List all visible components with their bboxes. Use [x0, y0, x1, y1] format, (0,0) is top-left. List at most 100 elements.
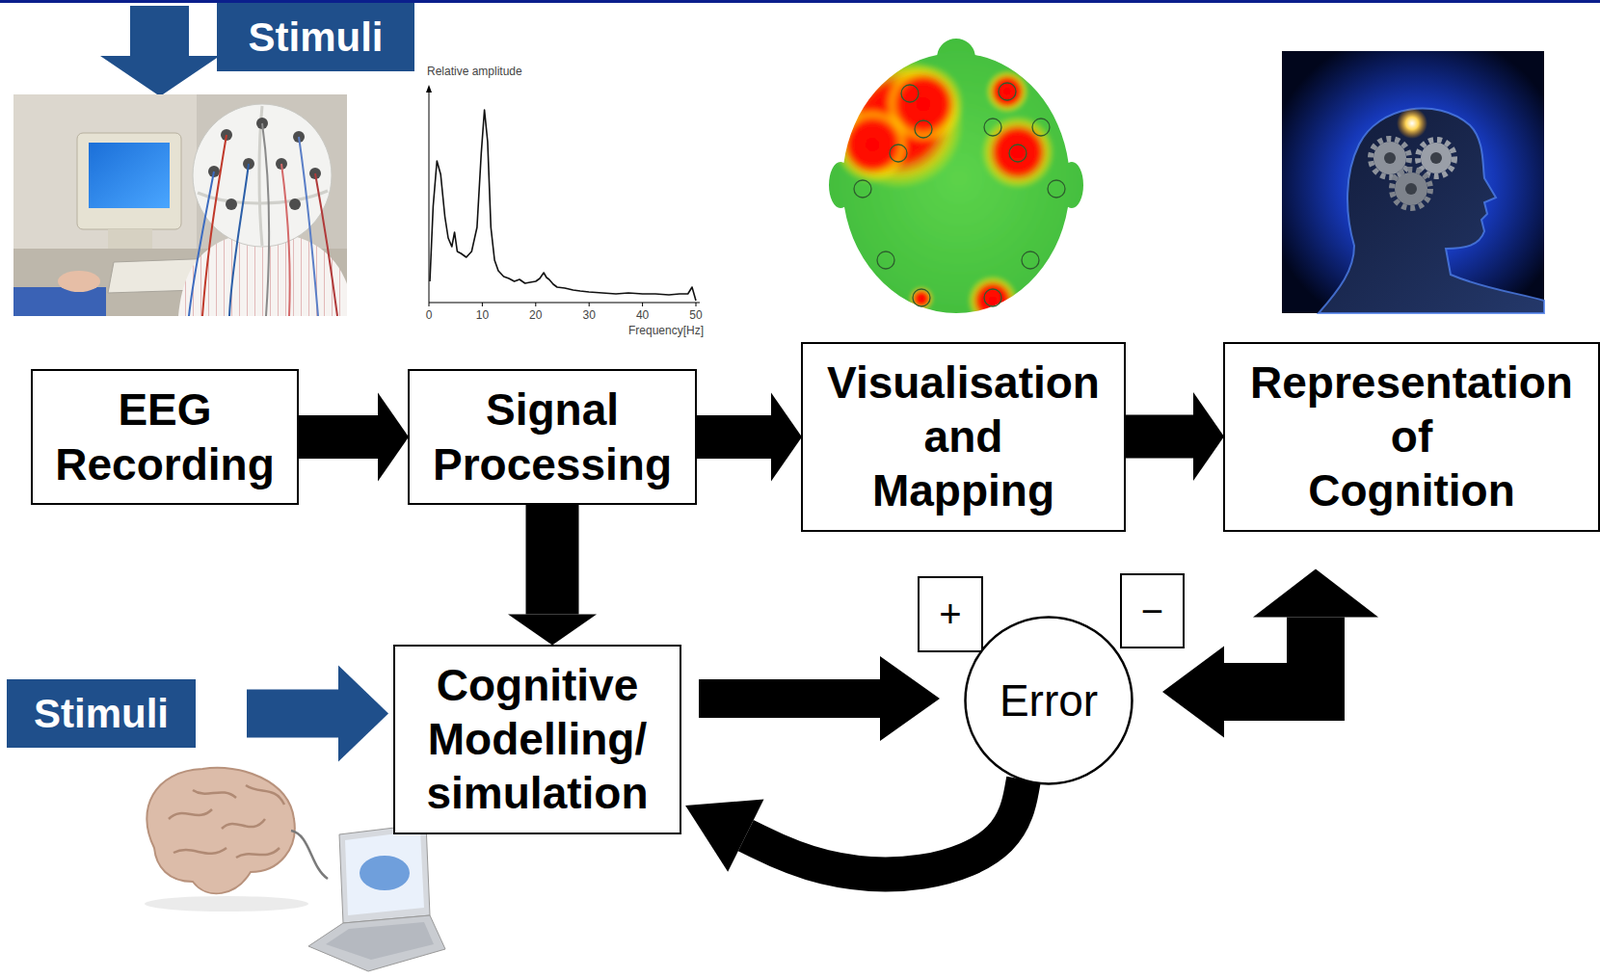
- eeg-photo-part: [188, 171, 214, 317]
- cognition-image-part: [1318, 108, 1545, 314]
- node-label: Representation of Cognition: [1234, 355, 1589, 518]
- node-label: Cognitive Modelling/ simulation: [404, 658, 670, 821]
- brain-laptop-part: [168, 809, 213, 820]
- scalp-map-part: [1047, 180, 1066, 198]
- scalp-map-part: [901, 84, 919, 103]
- spectrum-chart-part: [426, 84, 432, 93]
- cognition-image-part: [1281, 51, 1545, 314]
- axis-label: 50: [689, 309, 702, 322]
- brain-laptop-part: [339, 824, 430, 924]
- scalp-map-part: [984, 289, 1002, 307]
- scalp-map-part: [986, 70, 1029, 113]
- eeg-photo-part: [13, 287, 107, 317]
- scalp-map-part: [1021, 251, 1040, 269]
- stimulus-arrow: [100, 5, 220, 97]
- node-label: EEG Recording: [42, 382, 288, 491]
- cognition-image-part: [1405, 183, 1417, 195]
- spectrum-chart-part: [641, 302, 643, 307]
- flow-arrow: [298, 415, 378, 459]
- spectrum-chart-part: [428, 302, 430, 307]
- scalp-map-part: [1032, 118, 1050, 136]
- flow-arrow: [696, 415, 772, 459]
- scalp-map-part: [967, 275, 1018, 326]
- axis-label: 0: [426, 309, 433, 322]
- stimulus-box: Stimuli: [216, 2, 415, 72]
- axis-label: 30: [583, 309, 596, 322]
- eeg-photo-part: [88, 142, 170, 209]
- node-label: Stimuli: [12, 689, 190, 739]
- eeg-photo: [13, 94, 347, 317]
- scalp-map-part: [1009, 144, 1027, 162]
- sign-box: −: [1120, 573, 1185, 649]
- scalp-map-part: [853, 180, 872, 198]
- node-label: Signal Processing: [419, 382, 686, 491]
- eeg-photo-part: [298, 136, 319, 317]
- cognition-image-part: [1394, 172, 1428, 206]
- brain-laptop-part: [308, 915, 446, 972]
- eeg-photo-part: [281, 163, 291, 317]
- brain-laptop-part: [325, 922, 434, 960]
- scalp-map-part: [833, 106, 911, 184]
- eeg-photo-part: [262, 123, 269, 317]
- axis-label: 20: [529, 309, 542, 322]
- node-label: Stimuli: [222, 12, 409, 62]
- brain-laptop-part: [192, 790, 237, 799]
- spectrum-chart-part: [534, 302, 536, 307]
- brain-laptop-part: [245, 785, 285, 805]
- scalp-map-part: [912, 289, 931, 307]
- axis-label: 10: [476, 309, 489, 322]
- scalp-map-part: [984, 118, 1002, 136]
- process-box: Cognitive Modelling/ simulation: [393, 644, 682, 835]
- scalp-map-part: [909, 287, 934, 311]
- flow-arrow: [698, 679, 880, 719]
- spectrum-chart-part: [695, 302, 697, 307]
- cognition-image-part: [1420, 142, 1452, 174]
- axis-label: 40: [636, 309, 649, 322]
- spectrum-chart-part: [588, 302, 590, 307]
- brain-laptop-part: [236, 848, 280, 858]
- brain-laptop-part: [144, 896, 309, 912]
- brain-laptop-part: [173, 848, 227, 854]
- spectrum-chart-part: [428, 90, 430, 303]
- eeg-photo-part: [315, 173, 338, 317]
- process-box: Signal Processing: [407, 369, 697, 506]
- eeg-photo-part: [77, 133, 182, 230]
- axis-label: Relative amplitude: [426, 65, 523, 79]
- stimulus-box: Stimuli: [6, 679, 196, 748]
- process-box: EEG Recording: [30, 369, 299, 506]
- brain-laptop-part: [359, 855, 410, 891]
- process-box: Representation of Cognition: [1223, 342, 1600, 533]
- brain-laptop-part: [146, 768, 294, 894]
- scalp-map-part: [832, 57, 964, 189]
- spectrum-chart-part: [481, 302, 483, 307]
- cognition-image-part: [1417, 139, 1455, 177]
- flow-arrow: [246, 690, 339, 739]
- cognition-image-part: [1430, 152, 1442, 164]
- cognition-image-part: [1384, 152, 1396, 164]
- scalp-map: [819, 28, 1099, 328]
- spectrum-chart: [426, 84, 700, 307]
- eeg-photo-part: [289, 198, 301, 211]
- brain-laptop-part: [221, 819, 266, 829]
- axis-label: Frequency[Hz]: [628, 324, 704, 338]
- scalp-map-part: [889, 144, 907, 162]
- error-circle: Error: [963, 615, 1134, 786]
- eeg-photo-part: [229, 163, 249, 317]
- cognition-image-part: [1391, 169, 1431, 209]
- scalp-map-part: [914, 120, 933, 138]
- error-label: Error: [973, 673, 1124, 728]
- brain-laptop-part: [345, 830, 425, 916]
- eeg-photo-part: [13, 94, 197, 259]
- sign-label: +: [923, 590, 978, 639]
- spectrum-chart-part: [429, 109, 696, 301]
- cognition-image: [1281, 51, 1545, 314]
- eeg-photo-part: [57, 270, 101, 293]
- eeg-photo-part: [225, 198, 238, 211]
- scalp-map-part: [981, 115, 1055, 189]
- flow-arrow: [746, 779, 1024, 875]
- spectrum-chart-part: [428, 302, 700, 304]
- flow-arrow: [526, 505, 580, 615]
- node-label: Visualisation and Mapping: [812, 355, 1115, 518]
- brain-laptop-part: [291, 830, 328, 880]
